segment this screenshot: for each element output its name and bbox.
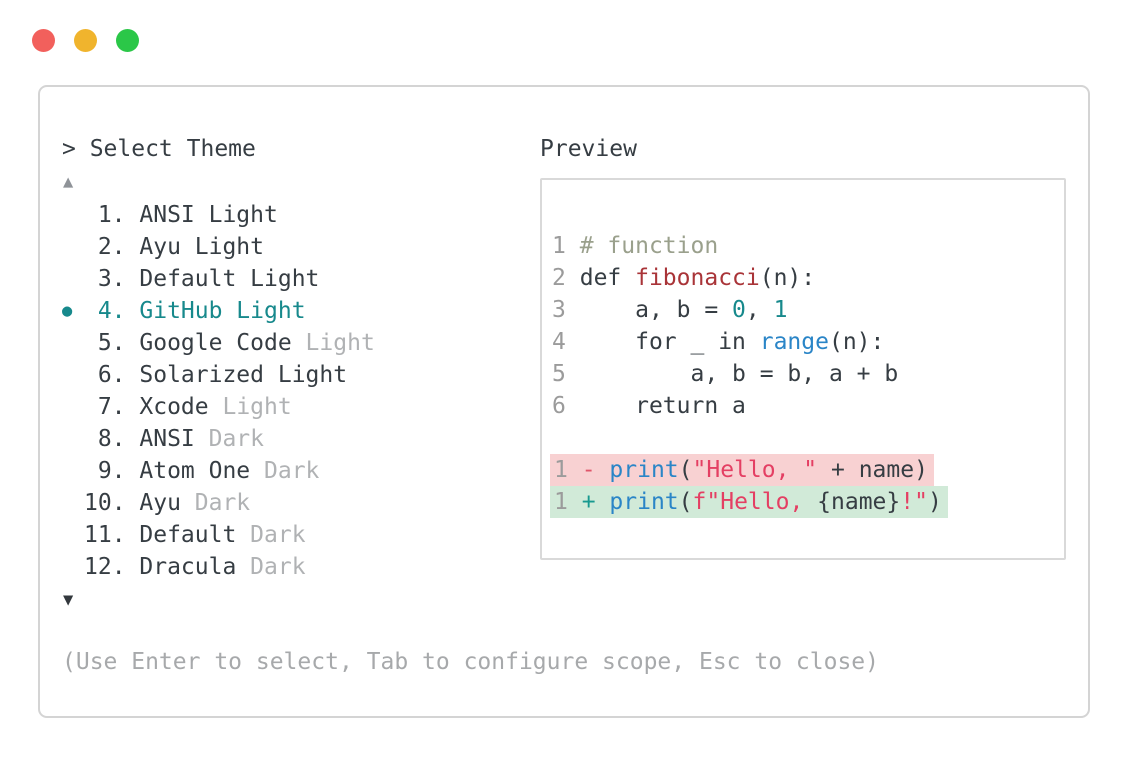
item-label: Google Code Light (139, 330, 375, 356)
item-label: Xcode Light (139, 394, 292, 420)
list-item[interactable]: 6. Solarized Light (62, 359, 540, 391)
list-item[interactable]: 9. Atom One Dark (62, 455, 540, 487)
line-number: 2 (552, 265, 566, 291)
line-number: 3 (552, 297, 566, 323)
diff-line: 1 + print(f"Hello, {name}!") (550, 486, 1064, 518)
item-number: 12. (84, 554, 126, 580)
scroll-down-icon[interactable]: ▼ (63, 590, 74, 610)
line-number: 6 (552, 393, 566, 419)
item-number: 8. (97, 426, 126, 452)
item-number: 6. (97, 362, 126, 388)
theme-picker-dialog: > Select Theme ▲ 1. ANSI Light 2. Ayu Light… (38, 85, 1090, 718)
line-number: 1 (552, 233, 566, 259)
window-controls (32, 29, 139, 52)
selected-bullet-icon: ● (62, 301, 73, 321)
item-number: 2. (97, 234, 126, 260)
code-block: 1 # function 2 def fibonacci(n): 3 a, b = … (550, 230, 1064, 518)
code-line (552, 422, 1064, 454)
item-number: 11. (84, 522, 126, 548)
item-label: Ayu Dark (139, 490, 251, 516)
code-line: 2 def fibonacci(n): (552, 265, 816, 291)
item-number: 4. (97, 298, 126, 324)
item-number: 3. (97, 266, 126, 292)
item-label: Default Dark (139, 522, 306, 548)
list-item[interactable]: 8. ANSI Dark (62, 423, 540, 455)
line-number: 1 (554, 457, 568, 483)
code-line: 1 # function (552, 233, 719, 259)
item-label: ANSI Light (139, 202, 278, 228)
item-number: 10. (84, 490, 126, 516)
keyboard-hints: (Use Enter to select, Tab to configure s… (62, 649, 879, 675)
item-number: 5. (97, 330, 126, 356)
code-line: 6 return a (552, 393, 746, 419)
preview-title: Preview (540, 136, 637, 162)
item-number: 7. (97, 394, 126, 420)
scroll-up-icon[interactable]: ▲ (63, 172, 74, 192)
close-button[interactable] (32, 29, 55, 52)
code-line: 3 a, b = 0, 1 (552, 297, 788, 323)
preview-pane: Preview 1 # function 2 def fibonacci(n): 3… (540, 133, 1066, 615)
item-label: Solarized Light (139, 362, 348, 388)
theme-list: 1. ANSI Light 2. Ayu Light 3. Default Light ● 4… (62, 199, 540, 583)
diff-line: 1 - print("Hello, " + name) (550, 454, 1064, 486)
minimize-button[interactable] (74, 29, 97, 52)
item-label: ANSI Dark (139, 426, 265, 452)
list-item[interactable]: 3. Default Light (62, 263, 540, 295)
theme-list-pane: > Select Theme ▲ 1. ANSI Light 2. Ayu Light… (62, 133, 540, 615)
list-item[interactable]: 5. Google Code Light (62, 327, 540, 359)
dialog-title: > Select Theme (62, 136, 256, 162)
code-line: 5 a, b = b, a + b (552, 361, 899, 387)
list-item[interactable]: 1. ANSI Light (62, 199, 540, 231)
item-label: Atom One Dark (139, 458, 320, 484)
code-line: 4 for _ in range(n): (552, 329, 885, 355)
item-label: GitHub Light (139, 298, 306, 324)
list-item[interactable]: ● 4. GitHub Light (62, 295, 540, 327)
line-number: 4 (552, 329, 566, 355)
item-label: Default Light (139, 266, 320, 292)
item-label: Dracula Dark (139, 554, 306, 580)
list-item[interactable]: 12. Dracula Dark (62, 551, 540, 583)
item-number: 9. (97, 458, 126, 484)
list-item[interactable]: 2. Ayu Light (62, 231, 540, 263)
item-number: 1. (97, 202, 126, 228)
list-item[interactable]: 11. Default Dark (62, 519, 540, 551)
list-item[interactable]: 7. Xcode Light (62, 391, 540, 423)
zoom-button[interactable] (116, 29, 139, 52)
code-preview: 1 # function 2 def fibonacci(n): 3 a, b = … (540, 178, 1066, 560)
list-item[interactable]: 10. Ayu Dark (62, 487, 540, 519)
line-number: 1 (554, 489, 568, 515)
line-number: 5 (552, 361, 566, 387)
item-label: Ayu Light (139, 234, 264, 260)
